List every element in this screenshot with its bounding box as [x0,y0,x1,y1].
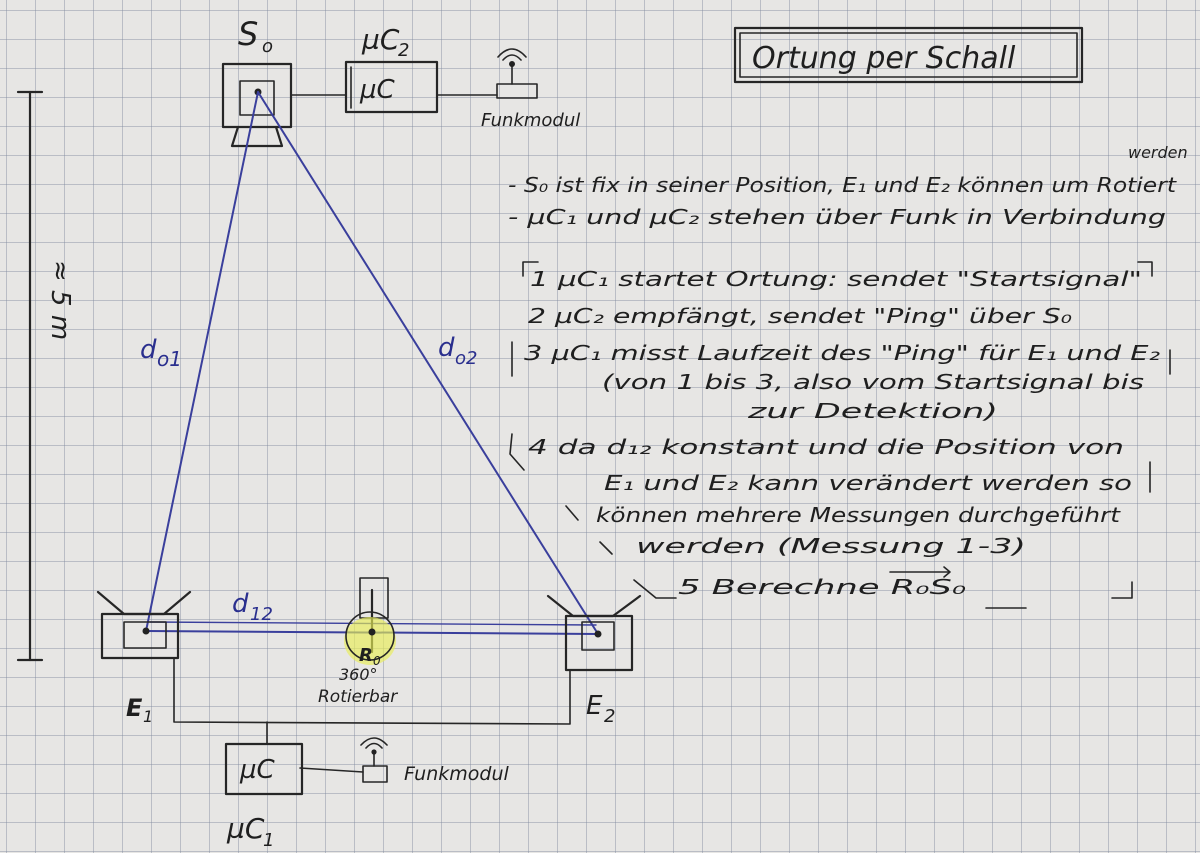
receiver-e1: E 1 [96,590,192,726]
d02-label: d o2 [438,333,477,369]
note-step4c: können mehrere Messungen durchgeführt [596,503,1121,527]
note-line1-insert: werden [1128,143,1188,162]
e1-sub: 1 [143,707,153,726]
rotor-caption: Rotierbar [318,687,398,707]
uc2-label: µC [361,23,400,56]
uc1-unit: µC µC 1 [224,742,304,851]
e2-label: E [586,691,603,721]
note-step4b: E₁ und E₂ kann verändert werden so [604,471,1132,495]
d12-label: d 12 [232,589,273,625]
e2-sub: 2 [604,706,615,727]
note-step3c: zur Detektion) [746,399,998,423]
note-step4d: werden (Messung 1-3) [636,534,1026,558]
note-step1: 1 µC₁ startet Ortung: sendet "Startsigna… [530,267,1142,291]
rotor-sub: 0 [373,654,381,668]
scale-bar: ≈ 5 m [16,90,75,662]
note-line2: - µC₁ und µC₂ stehen über Funk in Verbin… [508,205,1166,229]
sender-s0: S o [221,15,293,148]
uc1-label: µC [226,812,265,845]
radio-bottom-label: Funkmodul [404,763,509,785]
svg-text:12: 12 [250,604,273,625]
wire-e1-e2 [173,657,571,725]
note-step5: 5 Berechne R₀S₀ [678,575,966,599]
title-text: Ortung per Schall [752,41,1016,76]
line-d01 [145,91,259,632]
receiver-e2: E 2 [546,594,642,727]
d01-label: d o1 [140,335,182,371]
svg-text:o1: o1 [157,347,182,371]
note-step3b: (von 1 bis 3, also vom Startsignal bis [602,370,1144,394]
radio-module-bottom: Funkmodul [360,737,509,785]
line-d02 [257,91,599,635]
uc2-sub: 2 [398,40,409,61]
wire-uc1-radio [299,767,364,773]
rotor-label: R [359,645,373,666]
uc2-unit: µC 2 µC [344,23,439,114]
rotor-r0: R 0 360° Rotierbar [318,577,398,707]
uc1-sub: 1 [263,830,274,851]
uc1-box-text: µC [239,755,276,785]
note-step2: 2 µC₂ empfängt, sendet "Ping" über S₀ [528,304,1072,328]
svg-text:o2: o2 [455,348,477,369]
sender-label: S [238,15,258,53]
rotor-highlight [344,617,396,665]
note-step3: 3 µC₁ misst Laufzeit des "Ping" für E₁ u… [524,341,1160,365]
scale-label: ≈ 5 m [45,260,75,340]
rotor-angle: 360° [339,665,378,684]
note-line1: - S₀ ist fix in seiner Position, E₁ und … [508,173,1177,197]
svg-text:d: d [232,589,249,619]
radio-top-label: Funkmodul [481,110,580,131]
note-step4: 4 da d₁₂ konstant und die Position von [528,435,1124,459]
sender-sub: o [262,36,273,57]
radio-module-top: Funkmodul [481,48,580,131]
e1-label: E [126,694,143,722]
svg-text:d: d [438,333,455,363]
title-box: Ortung per Schall [733,26,1084,84]
notes: werden - S₀ ist fix in seiner Position, … [508,143,1188,609]
uc2-box-text: µC [359,75,396,105]
svg-text:d: d [140,335,157,365]
